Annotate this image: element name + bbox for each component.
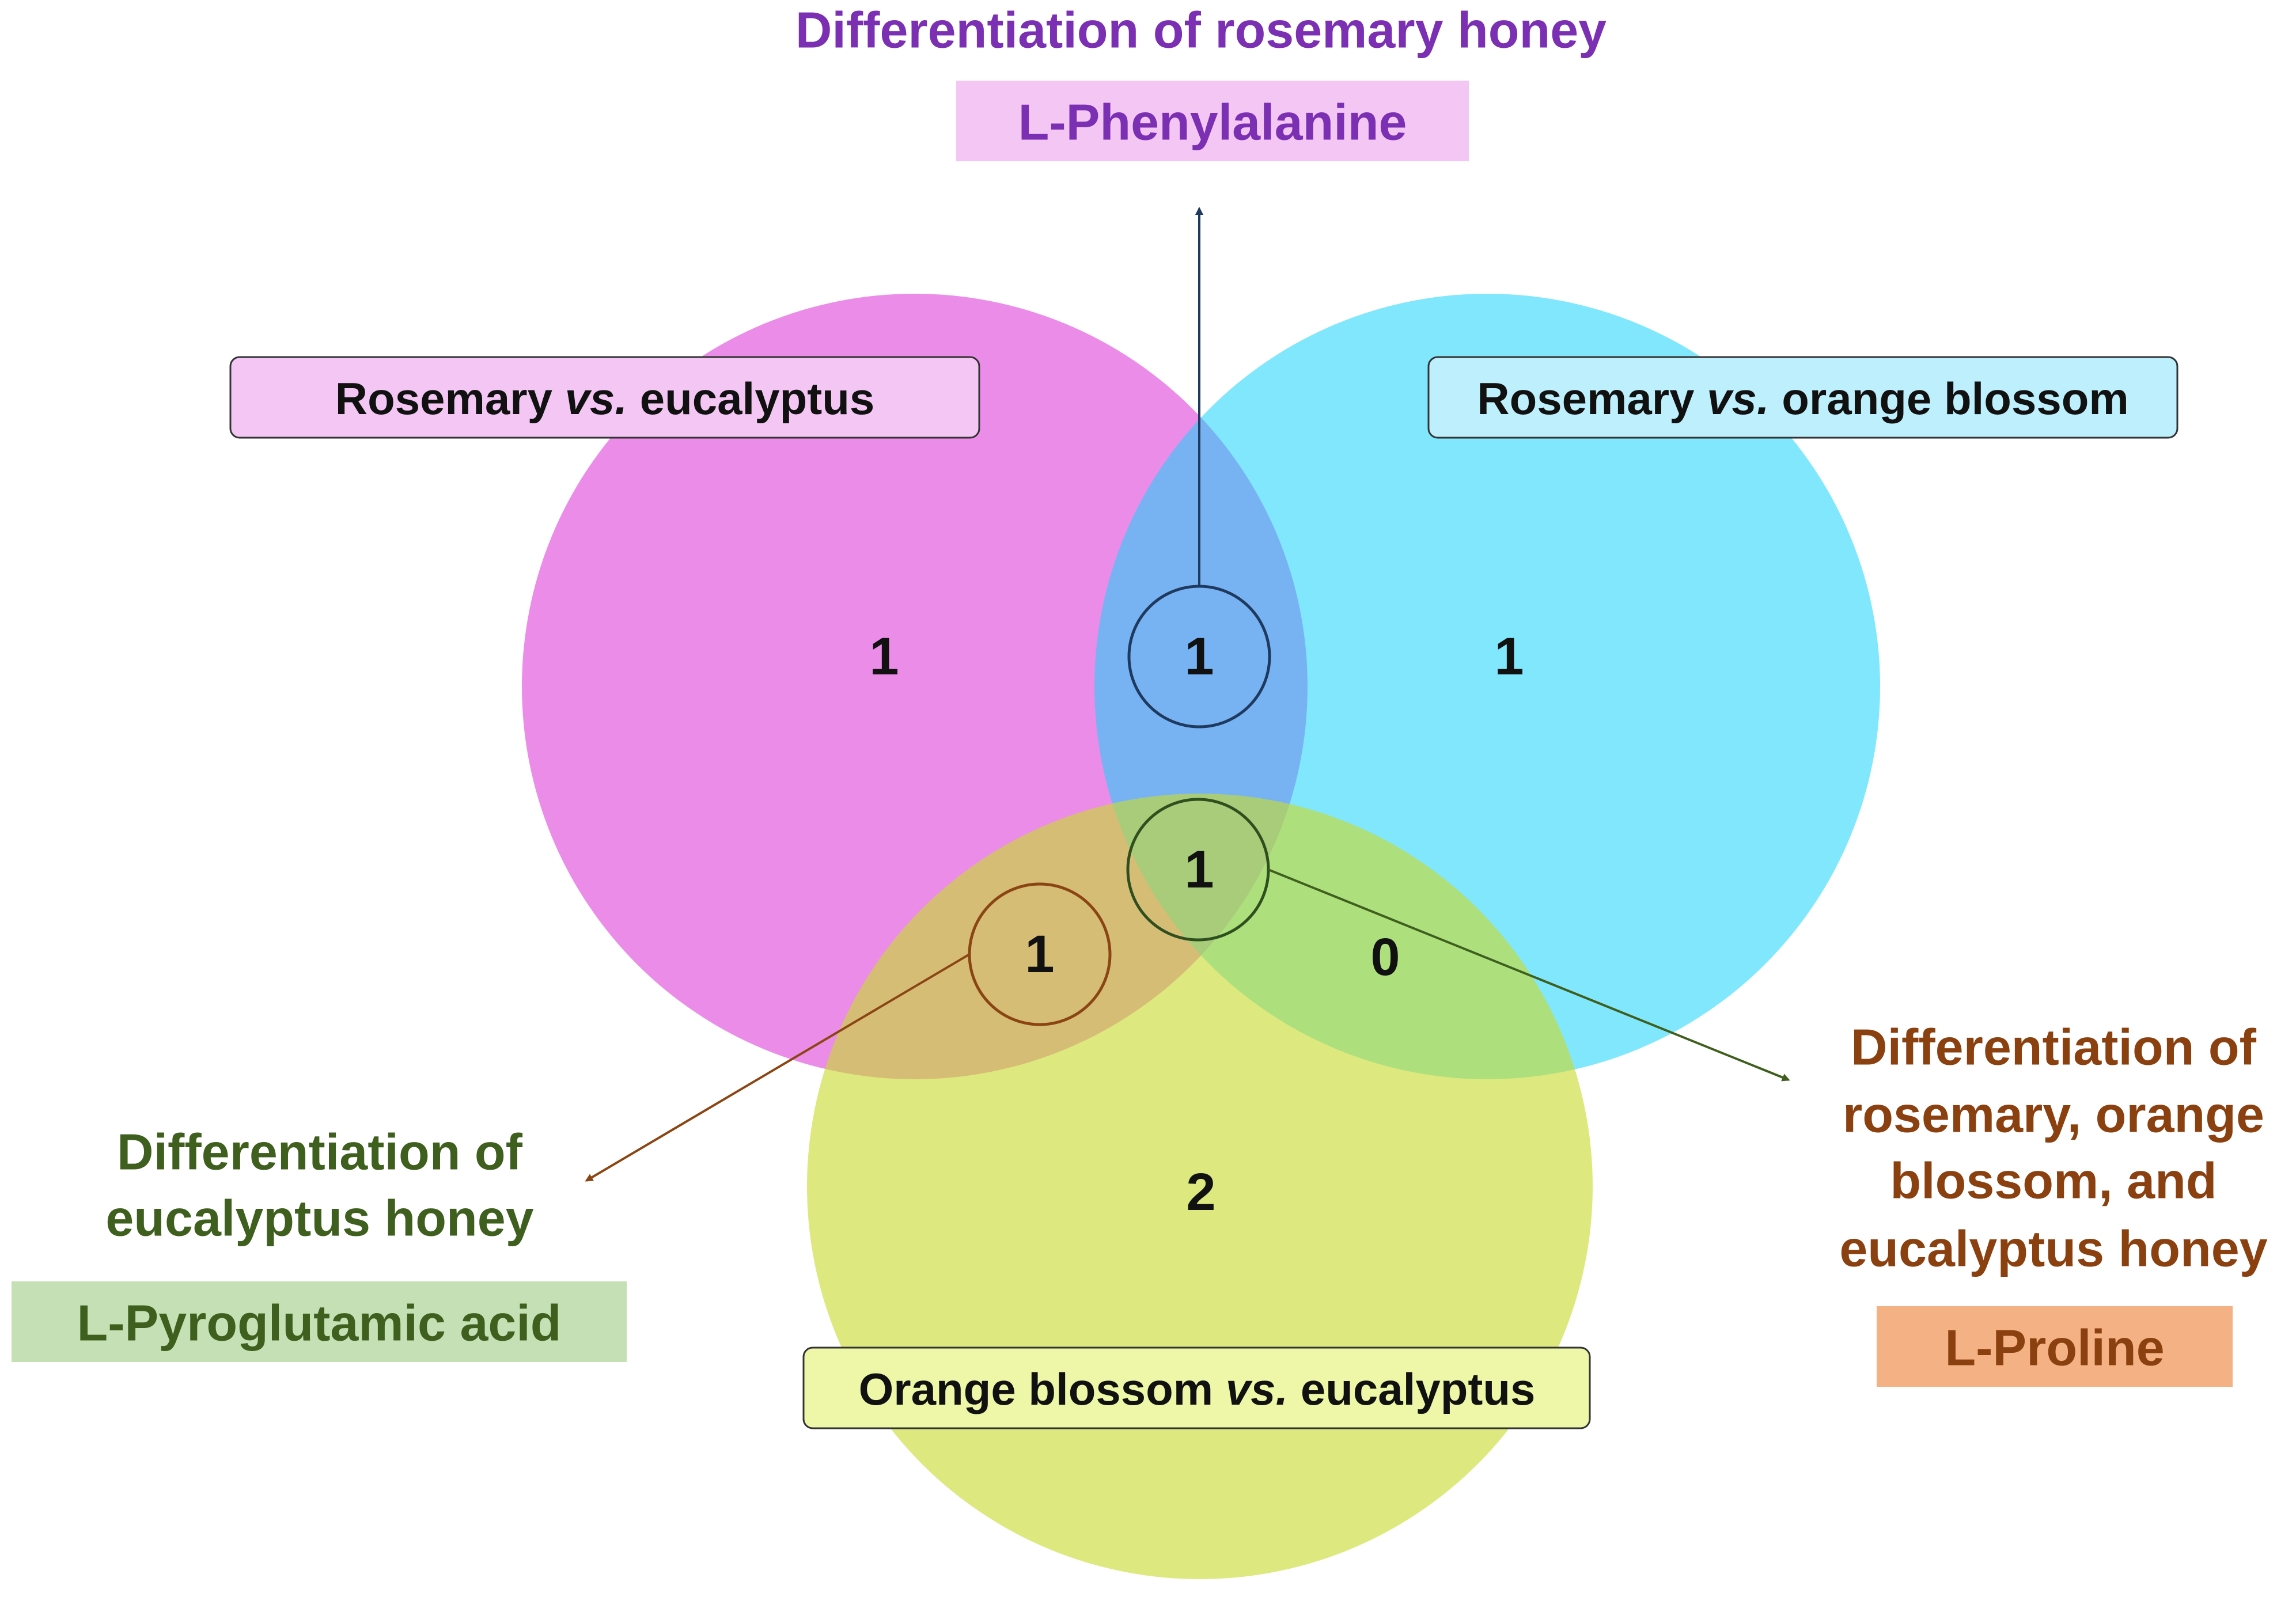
callout-right-heading-line3: blossom, and [1890,1152,2217,1209]
callout-left-compound: L-Pyroglutamic acid [77,1295,561,1352]
callout-left-heading-line1: Differentiation of [117,1124,523,1181]
arrow-to-pyroglutamic [585,953,971,1182]
callout-left-compound-box [12,1281,627,1362]
callout-left-heading-line2: eucalyptus honey [105,1190,533,1247]
set-label-box [1427,356,2178,439]
set-label-text: Rosemary vs. eucalyptus [335,373,874,424]
set-label-text: Orange blossom vs. eucalyptus [859,1364,1536,1414]
set-label-text: Rosemary vs. orange blossom [1477,373,2128,424]
callout-right-compound: L-Proline [1945,1319,2164,1376]
count-rose-euc-and-rose-orange: 1 [1184,627,1214,686]
arrow-to-proline [1268,868,1790,1082]
count-rose-euc-and-orange-euc: 1 [1025,925,1054,984]
count-all-three: 1 [1184,840,1214,899]
set-label-rosemary-vs-orange-blossom: Rosemary vs. orange blossom [1427,356,2178,439]
callout-top-heading: Differentiation of rosemary honey [795,2,1607,59]
set-label-rosemary-vs-eucalyptus: Rosemary vs. eucalyptus [229,356,980,439]
callout-right-heading-line2: rosemary, orange [1843,1086,2264,1143]
callout-right-heading-line1: Differentiation of [1851,1019,2257,1076]
callout-right-heading-line4: eucalyptus honey [1839,1220,2267,1277]
count-only-rose-euc: 1 [869,627,899,686]
set-label-orange-blossom-vs-eucalyptus: Orange blossom vs. eucalyptus [802,1346,1591,1429]
callout-top-compound-box [956,81,1469,161]
count-rose-orange-and-orange-euc: 0 [1370,928,1400,987]
set-label-box [229,356,980,439]
callout-right-compound-box [1877,1306,2233,1387]
callout-top-compound: L-Phenylalanine [1018,94,1407,151]
count-only-rose-orange: 1 [1494,627,1524,686]
set-label-box [802,1346,1591,1429]
count-only-orange-euc: 2 [1186,1163,1215,1222]
